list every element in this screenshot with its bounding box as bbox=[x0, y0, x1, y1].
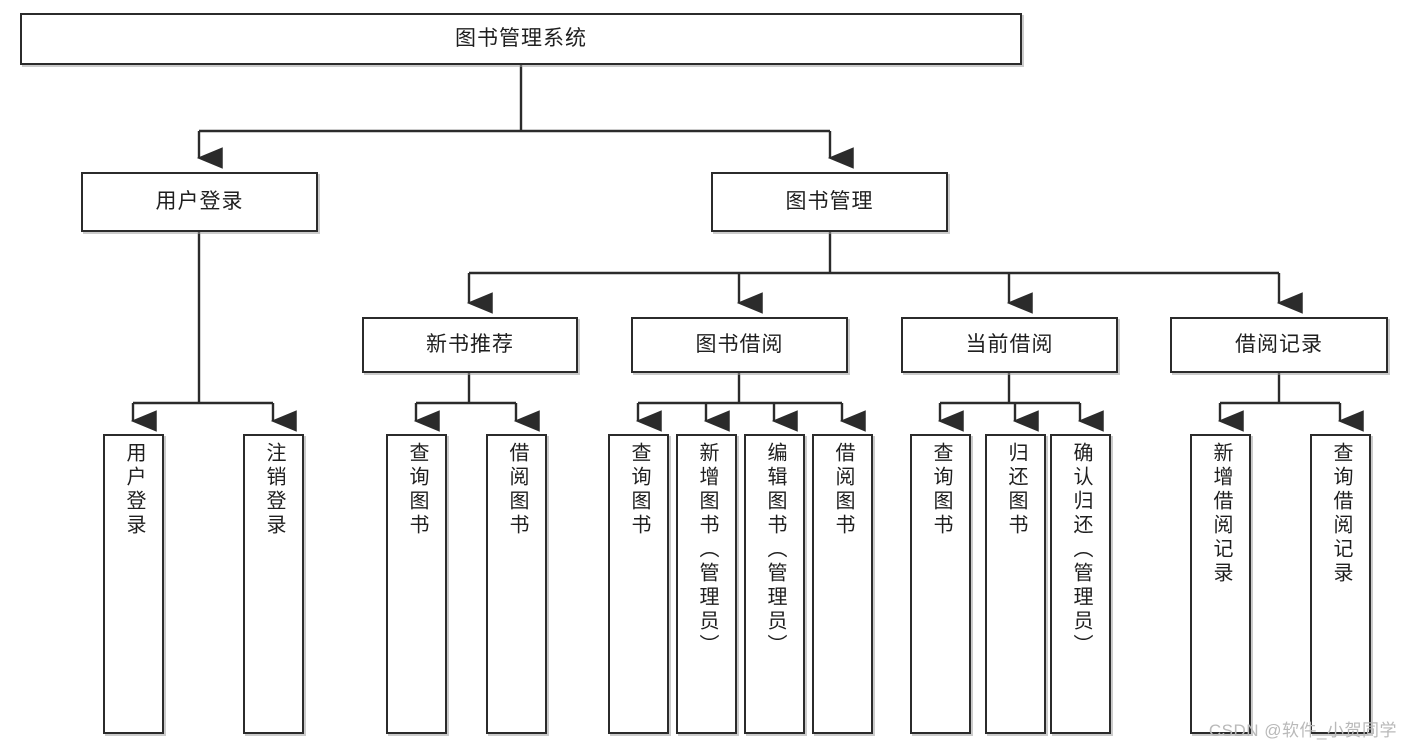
node-borrow-record-label: 借阅记录 bbox=[1235, 332, 1323, 356]
node-leaf-rec-query-book-label: 查询图书 bbox=[406, 442, 428, 538]
node-root[interactable]: 图书管理系统 bbox=[20, 13, 1022, 65]
node-book-manage[interactable]: 图书管理 bbox=[711, 172, 948, 232]
node-leaf-cur-confirm-return[interactable]: 确认归还（管理员） bbox=[1050, 434, 1111, 734]
node-leaf-borrow-query-book-label: 查询图书 bbox=[628, 442, 650, 538]
node-user-login-label: 用户登录 bbox=[155, 189, 244, 213]
node-leaf-borrow-edit-book[interactable]: 编辑图书（管理员） bbox=[744, 434, 805, 734]
node-leaf-borrow-add-book-label: 新增图书（管理员） bbox=[696, 442, 718, 658]
node-user-login[interactable]: 用户登录 bbox=[81, 172, 318, 232]
node-leaf-cur-return-book-label: 归还图书 bbox=[1005, 442, 1027, 538]
node-new-book-rec-label: 新书推荐 bbox=[426, 332, 514, 356]
node-current-borrow-label: 当前借阅 bbox=[965, 332, 1054, 356]
node-leaf-borrow-edit-book-label: 编辑图书（管理员） bbox=[764, 442, 786, 658]
node-borrow-record[interactable]: 借阅记录 bbox=[1170, 317, 1388, 373]
node-book-borrow-label: 图书借阅 bbox=[695, 332, 784, 356]
node-leaf-rec-add-record-label: 新增借阅记录 bbox=[1210, 442, 1232, 586]
node-leaf-cur-confirm-return-label: 确认归还（管理员） bbox=[1070, 442, 1092, 658]
node-leaf-user-login-label: 用户登录 bbox=[123, 442, 145, 538]
node-leaf-cur-return-book[interactable]: 归还图书 bbox=[985, 434, 1046, 734]
node-book-manage-label: 图书管理 bbox=[785, 189, 874, 213]
node-current-borrow[interactable]: 当前借阅 bbox=[901, 317, 1118, 373]
node-leaf-user-logout[interactable]: 注销登录 bbox=[243, 434, 304, 734]
node-leaf-rec-borrow-book-label: 借阅图书 bbox=[506, 442, 528, 538]
node-leaf-cur-query-book-label: 查询图书 bbox=[930, 442, 952, 538]
node-leaf-user-login[interactable]: 用户登录 bbox=[103, 434, 164, 734]
node-leaf-borrow-add-book[interactable]: 新增图书（管理员） bbox=[676, 434, 737, 734]
watermark-text: CSDN @软件_小贺同学 bbox=[1208, 721, 1397, 740]
node-leaf-borrow-query-book[interactable]: 查询图书 bbox=[608, 434, 669, 734]
node-leaf-cur-query-book[interactable]: 查询图书 bbox=[910, 434, 971, 734]
node-leaf-rec-query-record[interactable]: 查询借阅记录 bbox=[1310, 434, 1371, 734]
node-leaf-rec-borrow-book[interactable]: 借阅图书 bbox=[486, 434, 547, 734]
node-leaf-borrow-borrow-book-label: 借阅图书 bbox=[832, 442, 854, 538]
node-leaf-user-logout-label: 注销登录 bbox=[263, 442, 285, 538]
node-leaf-borrow-borrow-book[interactable]: 借阅图书 bbox=[812, 434, 873, 734]
node-leaf-rec-add-record[interactable]: 新增借阅记录 bbox=[1190, 434, 1251, 734]
node-leaf-rec-query-record-label: 查询借阅记录 bbox=[1330, 442, 1352, 586]
node-book-borrow[interactable]: 图书借阅 bbox=[631, 317, 848, 373]
node-leaf-rec-query-book[interactable]: 查询图书 bbox=[386, 434, 447, 734]
node-new-book-rec[interactable]: 新书推荐 bbox=[362, 317, 578, 373]
node-root-label: 图书管理系统 bbox=[455, 26, 587, 50]
